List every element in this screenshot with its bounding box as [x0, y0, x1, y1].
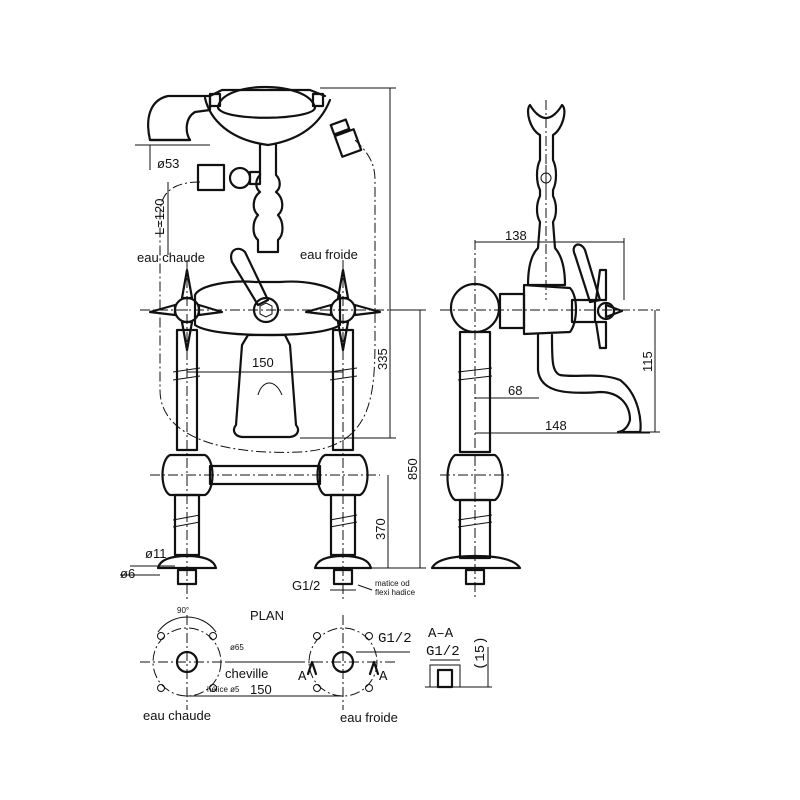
- dim-angle-90: 90°: [177, 606, 189, 615]
- side-view: [430, 100, 660, 600]
- dim-plan-thread: G1/2: [378, 631, 412, 647]
- dim-hose-diameter: ø53: [157, 156, 179, 171]
- section-mark-right: A: [379, 669, 388, 685]
- plan-title: PLAN: [250, 608, 284, 623]
- cold-water-label-top: eau froide: [300, 247, 358, 262]
- dim-center-distance: 150: [252, 355, 274, 370]
- cold-water-label-bottom: eau froide: [340, 710, 398, 725]
- dim-plate-diameter: ø65: [230, 643, 244, 652]
- dim-hose-length: L=120: [152, 198, 167, 235]
- dim-side-115: 115: [640, 351, 655, 372]
- dim-side-68: 68: [508, 383, 522, 398]
- dim-side-138: 138: [505, 228, 527, 243]
- front-view: [120, 86, 426, 600]
- plan-view: [140, 615, 492, 710]
- dim-side-148: 148: [545, 418, 567, 433]
- dim-section-thread: G1/2: [426, 644, 460, 660]
- label-matice: matice od: [375, 579, 410, 588]
- dim-plan-150: 150: [250, 682, 272, 697]
- dim-d11: ø11: [145, 546, 166, 561]
- dim-section-15: (15): [473, 636, 489, 670]
- dim-thread-front: G1/2: [292, 578, 320, 593]
- label-helice: hélice ø5: [207, 685, 240, 694]
- hot-water-label-top: eau chaude: [137, 250, 205, 265]
- section-mark-left: A: [298, 669, 307, 685]
- dim-height-370: 370: [373, 518, 388, 540]
- dim-d6: ø6: [120, 566, 135, 581]
- hot-water-label-bottom: eau chaude: [143, 708, 211, 723]
- dim-height-850: 850: [405, 458, 420, 480]
- dim-height-335: 335: [375, 348, 390, 370]
- section-title: A–A: [428, 626, 454, 642]
- label-flexi: flexi hadice: [375, 588, 416, 597]
- label-cheville: cheville: [225, 666, 268, 681]
